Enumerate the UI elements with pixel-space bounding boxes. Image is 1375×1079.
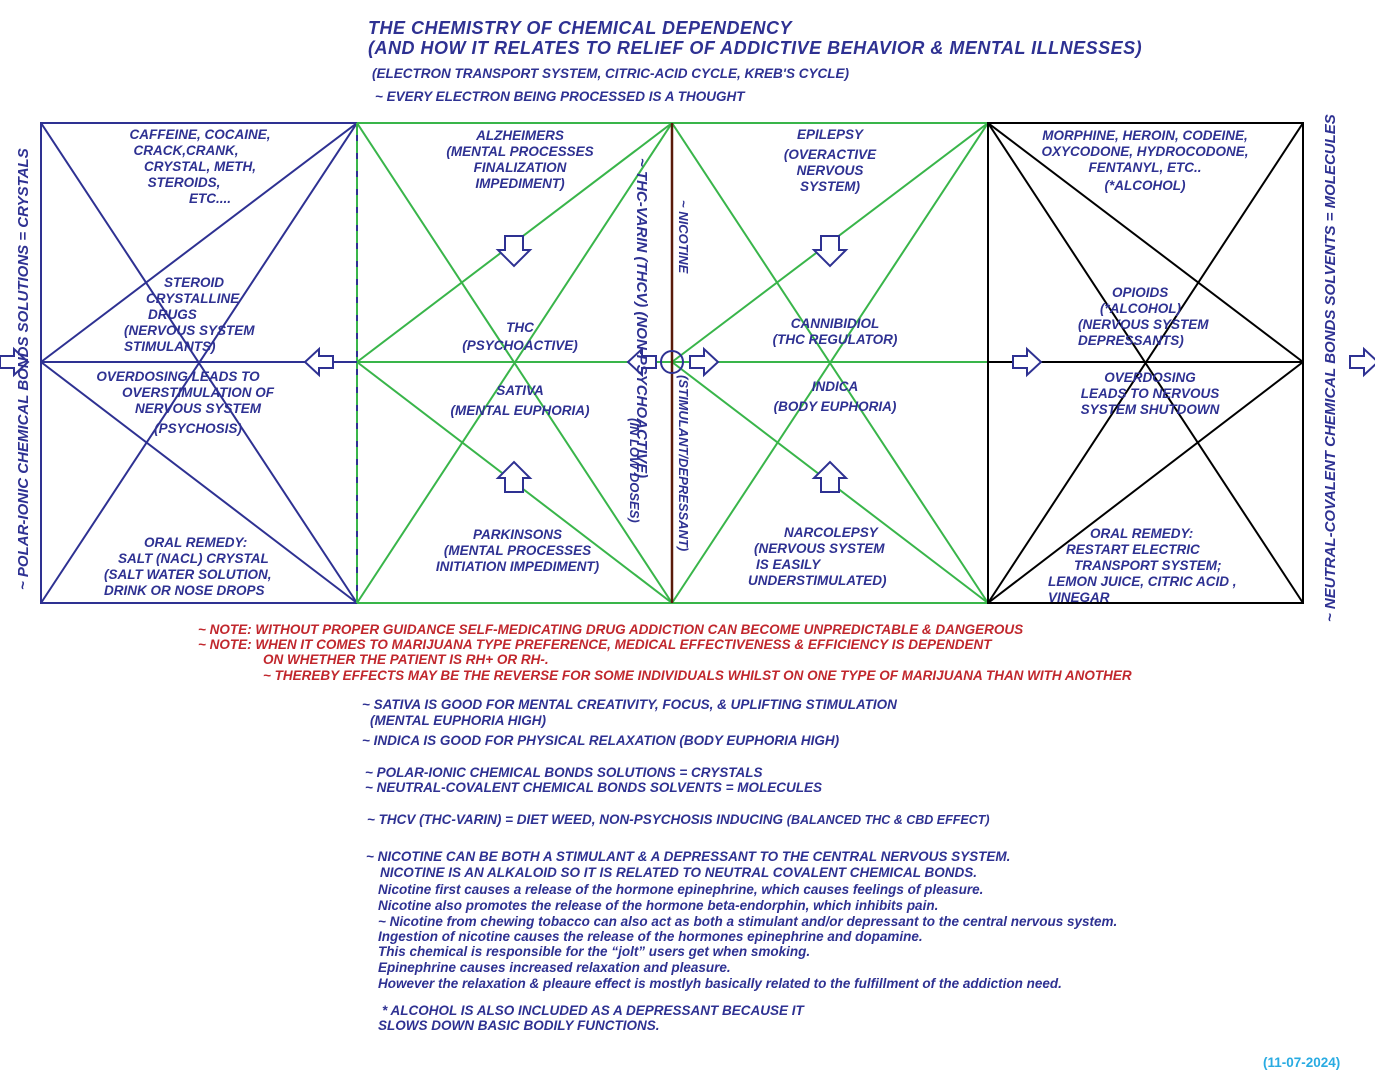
- cell-sativa: SATIVA (MENTAL EUPHORIA): [450, 383, 590, 418]
- cell-opioids: OPIOIDS (*ALCOHOL) (NERVOUS SYSTEM DEPRE…: [1078, 285, 1209, 348]
- date-stamp: (11-07-2024): [1263, 1055, 1341, 1070]
- cell-narcolepsy: NARCOLEPSY (NERVOUS SYSTEM IS EASILY UND…: [748, 525, 887, 588]
- cell-thc: THC (PSYCHOACTIVE): [462, 320, 578, 353]
- side-label-left: ~ POLAR-IONIC CHEMICAL BONDS SOLUTIONS =…: [15, 148, 32, 590]
- note-nicotine-2: NICOTINE IS AN ALKALOID SO IT IS RELATED…: [380, 865, 978, 880]
- note-rh-factor-cont: ON WHETHER THE PATIENT IS Rh+ OR Rh-.: [263, 652, 549, 667]
- arrow-right-mid-icon: [1012, 348, 1042, 376]
- note-alcohol-2: SLOWS DOWN BASIC BODILY FUNCTIONS.: [378, 1018, 660, 1033]
- note-alcohol-1: * ALCOHOL IS ALSO INCLUDED AS A DEPRESSA…: [382, 1003, 804, 1018]
- center-divider: [660, 123, 684, 603]
- note-nicotine-6: Ingestion of nicotine causes the release…: [378, 929, 923, 944]
- cell-stimulant-remedy: ORAL REMEDY: SALT (NaCl) CRYSTAL (SALT W…: [104, 535, 272, 598]
- note-reverse-effects: ~ THEREBY EFFECTS MAY BE THE REVERSE FOR…: [263, 668, 1132, 683]
- cell-epilepsy: EPILEPSY (OVERACTIVE NERVOUS SYSTEM): [783, 127, 877, 194]
- note-nicotine-1: ~ NICOTINE CAN BE BOTH A STIMULANT & A D…: [366, 849, 1011, 864]
- subtitle-cycles: (ELECTRON TRANSPORT SYSTEM, CITRIC-ACID …: [372, 66, 849, 81]
- note-rh-factor: ~ NOTE: WHEN IT COMES TO MARIJUANA TYPE …: [198, 637, 992, 652]
- cell-alzheimers: ALZHEIMERS (MENTAL PROCESSES FINALIZATIO…: [446, 128, 594, 191]
- label-low-doses: (IN LOW DOSES): [627, 418, 642, 523]
- arrow-down-epilepsy-icon: [813, 235, 847, 267]
- cell-stimulants-list: CAFFEINE, COCAINE, CRACK,CRANK, CRYSTAL,…: [129, 127, 271, 206]
- page-title-line2: (AND HOW IT RELATES TO RELIEF OF ADDICTI…: [368, 38, 1143, 58]
- note-warning: ~ NOTE: WITHOUT PROPER GUIDANCE SELF-MED…: [198, 622, 1024, 637]
- note-nicotine-9: However the relaxation & pleaure effect …: [378, 976, 1062, 991]
- label-stimulant-depressant: (STIMULANT/DEPRESSANT): [676, 375, 691, 552]
- label-nicotine: ~ NICOTINE: [676, 200, 691, 274]
- cell-steroid-drugs: STEROID CRYSTALLINE DRUGS (NERVOUS SYSTE…: [124, 275, 255, 354]
- arrow-up-narcolepsy-icon: [813, 461, 847, 493]
- cell-depressants-list: MORPHINE, HEROIN, CODEINE, OXYCODONE, HY…: [1041, 128, 1249, 193]
- note-sativa: ~ SATIVA IS GOOD FOR MENTAL CREATIVITY, …: [362, 697, 897, 712]
- cell-parkinsons: PARKINSONS (MENTAL PROCESSES INITIATION …: [435, 527, 600, 574]
- note-thcv: ~ THCV (THC-VARIN) = DIET WEED, NON-PSYC…: [367, 812, 990, 827]
- arrow-up-parkinsons-icon: [497, 461, 531, 493]
- subtitle-electron: ~ EVERY ELECTRON BEING PROCESSED IS A TH…: [375, 89, 745, 104]
- note-nicotine-3: Nicotine first causes a release of the h…: [378, 882, 984, 897]
- arrow-right-edge-icon: [1349, 348, 1375, 376]
- page-title: THE CHEMISTRY OF CHEMICAL DEPENDENCY: [368, 18, 793, 38]
- cell-indica: INDICA (BODY EUPHORIA): [773, 379, 897, 414]
- note-nicotine-4: Nicotine also promotes the release of th…: [378, 898, 939, 913]
- cell-depressant-overdose: OVERDOSING LEADS TO NERVOUS SYSTEM SHUTD…: [1080, 370, 1220, 417]
- note-polar-ionic: ~ POLAR-IONIC CHEMICAL BONDS SOLUTIONS =…: [365, 765, 763, 780]
- depressants-box: [987, 122, 1304, 604]
- note-indica: ~ INDICA IS GOOD FOR PHYSICAL RELAXATION…: [362, 733, 840, 748]
- arrow-center-right-icon: [689, 348, 719, 376]
- side-label-right: ~ NEUTRAL-COVALENT CHEMICAL BONDS SOLVEN…: [1322, 114, 1339, 622]
- note-nicotine-5: ~ Nicotine from chewing tobacco can also…: [378, 914, 1118, 929]
- cell-depressant-remedy: ORAL REMEDY: RESTART ELECTRIC TRANSPORT …: [1048, 526, 1237, 605]
- cell-stimulant-overdose: OVERDOSING LEADS TO OVERSTIMULATION OF N…: [96, 369, 274, 436]
- arrow-down-alzheimers-icon: [497, 235, 531, 267]
- cell-cannibidiol: CANNIBIDIOL (THC REGULATOR): [772, 316, 898, 347]
- note-nicotine-7: This chemical is responsible for the “jo…: [378, 944, 811, 959]
- note-nicotine-8: Epinephrine causes increased relaxation …: [378, 960, 731, 975]
- note-sativa-high: (MENTAL EUPHORIA HIGH): [370, 713, 546, 728]
- stimulants-box: [40, 122, 358, 604]
- note-neutral-covalent: ~ NEUTRAL-COVALENT CHEMICAL BONDS SOLVEN…: [365, 780, 823, 795]
